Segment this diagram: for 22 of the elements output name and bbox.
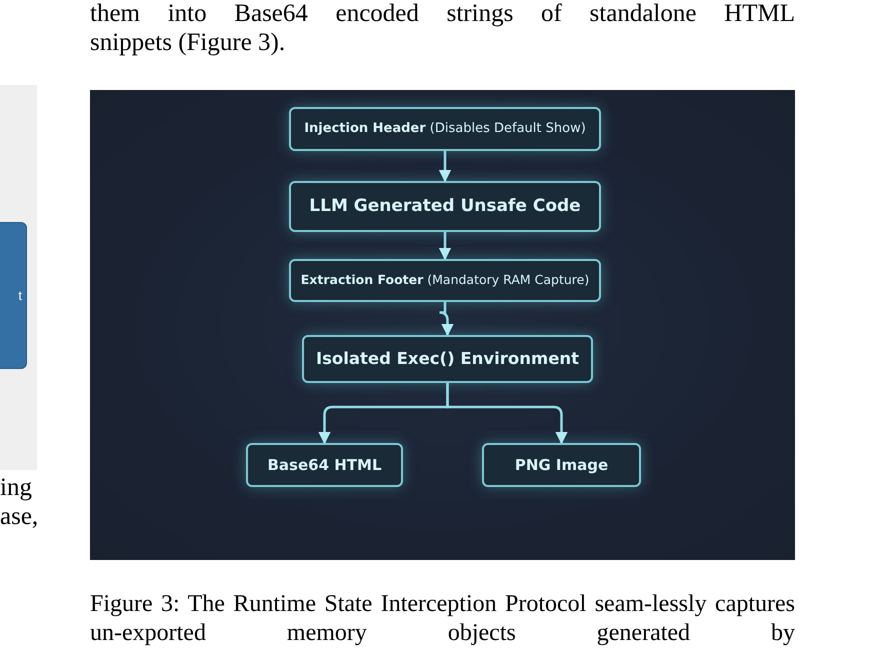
body-text: them into Base64 encoded strings of standalone HTML	[90, 0, 795, 28]
box-label: PNG Image	[514, 454, 608, 476]
process-box	[302, 335, 593, 383]
box-label: Injection Header (Disables Default Show)	[304, 120, 586, 138]
arrow	[438, 232, 452, 260]
box-label: LLM Generated Unsafe Code	[309, 194, 581, 218]
box-label: Isolated Exec() Environment	[316, 348, 580, 370]
process-box	[289, 107, 601, 151]
box-label: Base64 HTML	[267, 454, 382, 476]
body-text: ase,	[0, 503, 38, 531]
process-box	[246, 443, 403, 487]
arrow	[446, 383, 568, 444]
box-label: Extraction Footer (Mandatory RAM Capture)	[300, 271, 590, 290]
box-label: t	[18, 286, 22, 305]
body-text: snippets (Figure 3).	[90, 29, 286, 57]
figure-caption: Figure 3: The Runtime State Interception Protocol seam-lessly captures un-exported memory objects generated by	[90, 590, 795, 648]
body-text: ing	[0, 474, 32, 502]
process-box	[289, 181, 601, 232]
process-box	[289, 259, 601, 302]
arrow	[438, 151, 452, 182]
arrow	[438, 302, 454, 336]
process-box	[482, 443, 641, 487]
